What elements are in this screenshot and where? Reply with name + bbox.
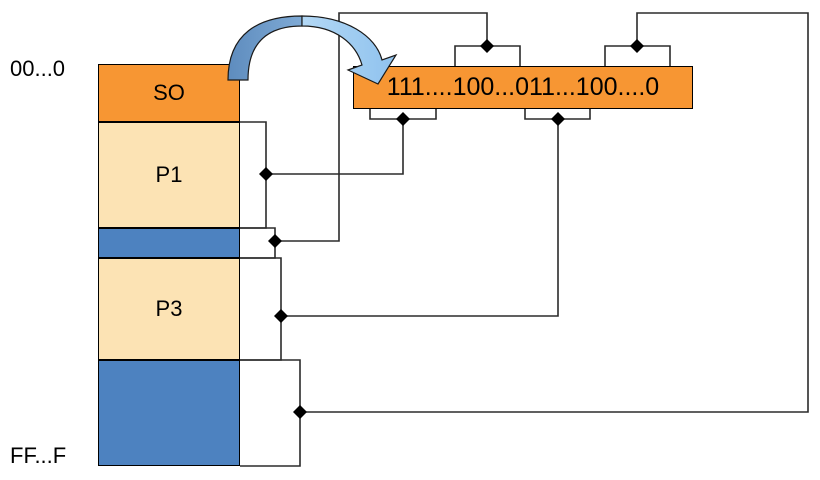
junction-diamond-bottom-2 xyxy=(551,112,565,126)
memory-block-free-1[interactable] xyxy=(98,228,240,258)
memory-block-so-label: SO xyxy=(153,80,185,105)
junction-diamond-free2 xyxy=(293,405,307,419)
wire-p3-to-bitmap xyxy=(281,119,559,317)
junction-diamond-p1 xyxy=(259,167,273,181)
junction-diamond-top-1 xyxy=(480,39,494,53)
wire-free1-to-bitmap xyxy=(275,12,488,242)
arrow-ribbon-left xyxy=(227,15,303,81)
curved-mapping-arrow xyxy=(227,15,398,85)
bitmap-string-box[interactable]: 111....100...011...100....0 xyxy=(353,66,693,109)
arrow-ribbon-right xyxy=(301,15,398,85)
wire-free2-to-bitmap xyxy=(300,12,809,413)
bitmap-string-value: 111....100...011...100....0 xyxy=(386,73,660,101)
memory-block-free-2[interactable] xyxy=(98,360,240,466)
bracket-p3 xyxy=(240,257,282,361)
memory-block-so[interactable]: SO xyxy=(98,64,240,122)
memory-block-p3[interactable]: P3 xyxy=(98,258,240,360)
bracket-free1 xyxy=(240,227,276,259)
junction-diamond-top-2 xyxy=(630,39,644,53)
address-label-bottom: FF...F xyxy=(10,443,67,468)
address-label-top: 00...0 xyxy=(10,56,66,81)
memory-block-p1[interactable]: P1 xyxy=(98,122,240,228)
memory-block-p1-label: P1 xyxy=(155,162,183,187)
memory-block-p3-label: P3 xyxy=(155,296,183,321)
junction-diamond-bottom-1 xyxy=(396,112,410,126)
junction-diamond-free1 xyxy=(268,234,282,248)
junction-diamond-p3 xyxy=(274,309,288,323)
wire-p1-to-bitmap xyxy=(266,119,404,175)
bracket-free2 xyxy=(240,359,301,467)
